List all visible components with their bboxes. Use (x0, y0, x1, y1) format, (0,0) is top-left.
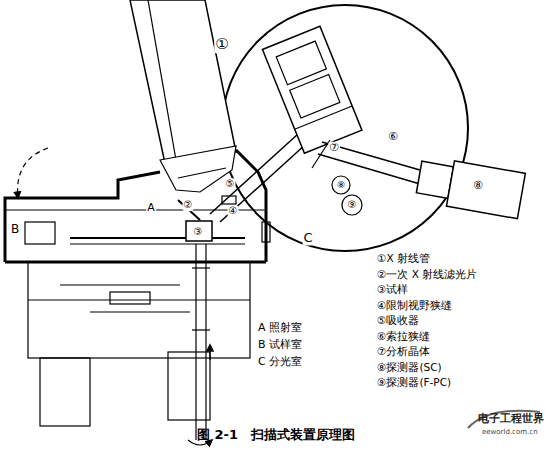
callout-number: ⑧ (472, 180, 484, 193)
callout-number: ⑧ (336, 180, 346, 190)
legend-text: ③试样 (377, 283, 408, 295)
watermark: eeworld.com.cn (482, 428, 538, 436)
callout-number: C (302, 231, 313, 246)
watermark: 电子工程世界 (478, 413, 544, 426)
legend-text: ②一次 X 射线滤光片 (377, 268, 477, 280)
legend-text: ④限制视野狭缝 (377, 299, 452, 311)
callout-number: ① (214, 36, 229, 53)
legend-text: C 分光室 (258, 356, 302, 369)
callout-number: ⑥ (387, 131, 399, 144)
legend-text: ⑦分析晶体 (377, 345, 430, 357)
callout-number: ④ (228, 205, 239, 217)
callout-number: ③ (193, 226, 204, 238)
legend-text: A 照射室 (258, 322, 302, 335)
figure-caption: 图 2-1 扫描式装置原理图 (197, 428, 355, 443)
legend-text: ⑥索拉狭缝 (377, 330, 430, 342)
legend-text: ⑤吸收器 (377, 314, 419, 326)
legend-text: ⑨探测器(F-PC) (377, 376, 451, 388)
callout-number: ② (183, 199, 194, 211)
legend-text: ①X 射线管 (377, 252, 430, 264)
legend-text: ⑧探测器(SC) (377, 361, 442, 373)
callout-number: ⑨ (347, 199, 358, 211)
callout-number: ⑤ (225, 178, 236, 190)
legend-text: B 试样室 (258, 339, 302, 352)
callout-number: ⑦ (328, 142, 340, 155)
callout-number: B (10, 223, 20, 237)
callout-number: A (146, 202, 156, 215)
